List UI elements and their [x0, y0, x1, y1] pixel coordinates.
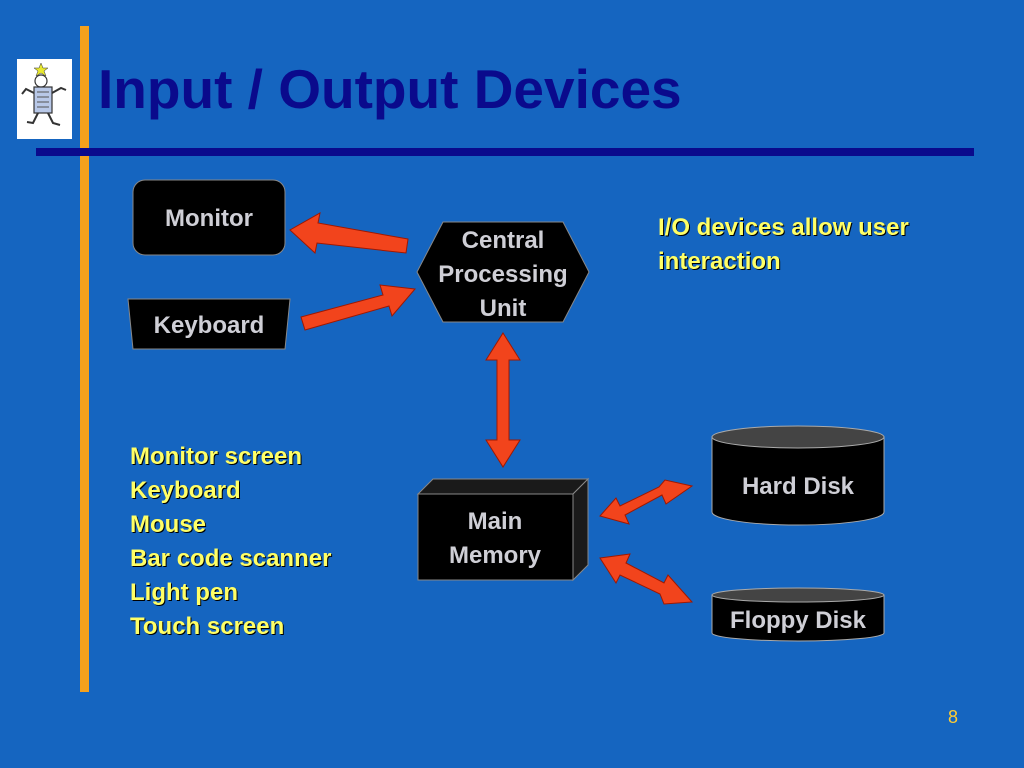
arrow-cpu-memory [485, 332, 521, 468]
slide-title: Input / Output Devices [98, 58, 682, 120]
accent-vertical-bar [80, 26, 89, 692]
title-underline [36, 148, 974, 156]
main-memory-box: Main Memory [416, 477, 590, 582]
keyboard-label: Keyboard [154, 312, 265, 339]
list-item: Keyboard [130, 477, 241, 504]
arrow-keyboard-to-cpu [300, 284, 416, 331]
arrow-memory-floppy-disk [599, 553, 694, 605]
monitor-box: Monitor [132, 179, 286, 256]
io-caption: I/O devices allow user interaction [658, 214, 909, 275]
monitor-label: Monitor [165, 205, 253, 232]
arrow-cpu-to-monitor [289, 212, 409, 254]
hard-disk-label: Hard Disk [742, 473, 855, 500]
list-item: Touch screen [130, 613, 285, 640]
list-item: Bar code scanner [130, 545, 332, 572]
hard-disk-cylinder: Hard Disk [711, 425, 885, 526]
list-item: Monitor screen [130, 443, 303, 470]
cpu-label-line-3: Unit [480, 295, 527, 322]
cpu-box: Central Processing Unit [416, 221, 590, 323]
list-item: Light pen [130, 579, 238, 606]
list-item: Mouse [130, 511, 207, 538]
memory-label-line-1: Main [468, 508, 523, 535]
memory-label-line-2: Memory [449, 542, 542, 569]
cpu-label-line-2: Processing [438, 261, 567, 288]
keyboard-box: Keyboard [127, 298, 291, 350]
device-list: Monitor screen Keyboard Mouse Bar code s… [130, 440, 331, 644]
cpu-label-line-1: Central [462, 227, 545, 254]
page-number: 8 [948, 707, 959, 727]
robot-logo-icon [17, 59, 72, 139]
arrow-memory-hard-disk [599, 479, 694, 525]
floppy-disk-cylinder: Floppy Disk [711, 587, 885, 642]
floppy-disk-label: Floppy Disk [730, 607, 867, 634]
